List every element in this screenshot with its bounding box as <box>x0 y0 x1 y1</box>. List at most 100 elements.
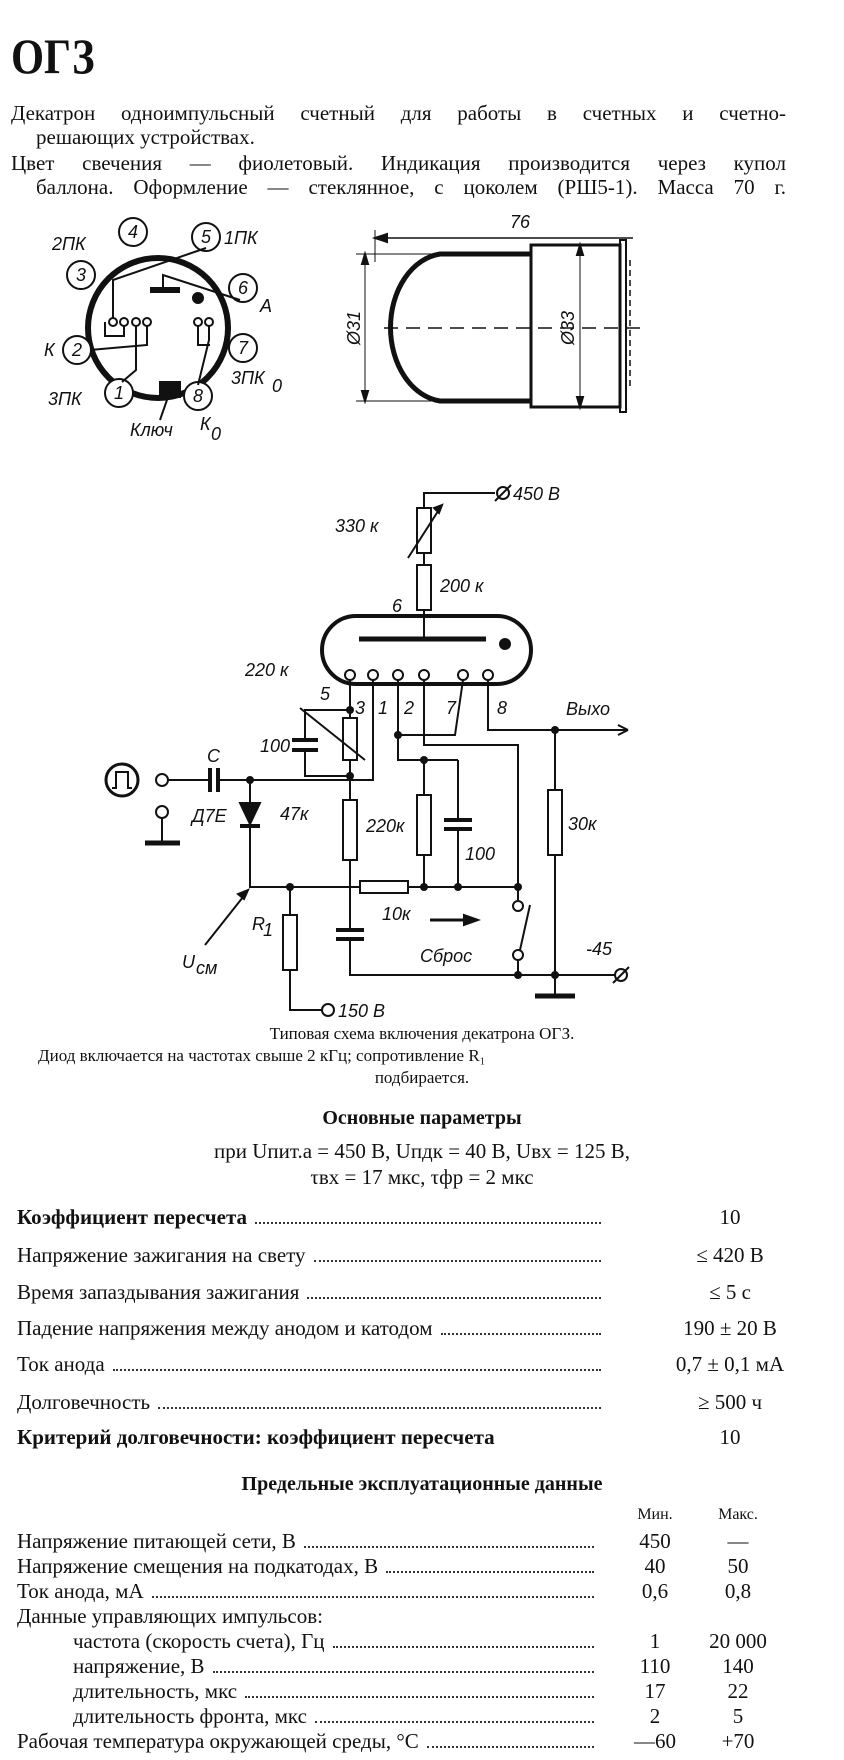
leader-dots <box>313 1260 601 1262</box>
param-value: 10 <box>719 1205 741 1229</box>
limit-max: — <box>727 1529 749 1553</box>
label-minus-45: -45 <box>586 939 613 959</box>
label-pin1: 1 <box>378 698 388 718</box>
pin-number: 1 <box>114 383 124 403</box>
caption-line-2: Диод включается на частотах свыше 2 кГц;… <box>38 1046 486 1065</box>
leader-dots <box>307 1297 601 1299</box>
caption-line-3: подбирается. <box>374 1068 470 1087</box>
dimension-drawing <box>356 230 640 413</box>
limit-min: —60 <box>634 1729 676 1753</box>
pin-numbers: 12 34 56 78 <box>71 222 249 406</box>
label-reset: Сброс <box>420 946 472 966</box>
junction-dots <box>246 706 559 979</box>
limit-min: 1 <box>649 1629 661 1653</box>
pulse-source-icon <box>104 762 140 798</box>
param-label: Напряжение зажигания на свету <box>17 1243 306 1267</box>
label-ucm-sub: см <box>196 958 217 978</box>
pin-number: 8 <box>193 386 203 406</box>
label-anode: А <box>259 296 272 316</box>
limit-max: 140 <box>722 1654 754 1678</box>
limit-min: 17 <box>644 1679 666 1703</box>
leader-dots <box>112 1369 601 1371</box>
label-pin5: 5 <box>320 684 331 704</box>
param-label: Долговечность <box>17 1390 151 1414</box>
limit-label: Рабочая температура окружающей среды, °С <box>17 1729 419 1753</box>
limit-max: 22 <box>727 1679 749 1703</box>
leader-dots <box>255 1222 601 1224</box>
leader-dots <box>212 1671 594 1673</box>
label-47k: 47к <box>280 804 310 824</box>
limit-label: длительность фронта, мкс <box>73 1704 307 1728</box>
limit-row: Данные управляющих импульсов: <box>17 1605 600 1628</box>
label-pin2: 2 <box>403 698 414 718</box>
limit-min: 450 <box>639 1529 671 1553</box>
main-params-condition-1: при Uпит.а = 450 В, Uпдк = 40 В, Uвх = 1… <box>214 1139 630 1163</box>
label-10k: 10к <box>382 904 412 924</box>
figures: 12 34 56 78 2ПК 1ПК А К 3ПК 0 3ПК Ключ К… <box>44 212 640 1021</box>
limit-label: частота (скорость счета), Гц <box>73 1629 325 1653</box>
label-r1-sub: 1 <box>263 920 273 940</box>
diode-d7e <box>238 802 262 827</box>
param-label: Ток анода <box>17 1352 105 1376</box>
param-value: 0,7 ± 0,1 мА <box>675 1352 785 1376</box>
label-pin8: 8 <box>497 698 507 718</box>
leader-dots <box>386 1571 594 1573</box>
label-output: Выхо <box>566 699 610 719</box>
label-3pk: 3ПК <box>48 389 83 409</box>
limit-row: Рабочая температура окружающей среды, °С <box>17 1730 600 1753</box>
leader-dots <box>158 1407 601 1409</box>
label-cathode: К <box>44 340 56 360</box>
param-row: Падение напряжения между анодом и катодо… <box>17 1317 607 1340</box>
label-pin7: 7 <box>446 698 457 718</box>
label-k0-sub: 0 <box>211 424 221 444</box>
label-450v: 450 В <box>513 484 560 504</box>
potentiometer-220k <box>342 717 358 761</box>
page-title: ОГЗ <box>11 28 95 84</box>
param-row: Напряжение зажигания на свету <box>17 1244 607 1267</box>
limit-max: 50 <box>727 1554 749 1578</box>
limit-min: 0,6 <box>641 1579 669 1603</box>
limit-row: напряжение, В <box>73 1655 600 1678</box>
limit-label: Напряжение питающей сети, В <box>17 1529 296 1553</box>
limit-row: Напряжение питающей сети, В <box>17 1530 600 1553</box>
label-100: 100 <box>465 844 495 864</box>
param-row: Ток анода <box>17 1353 607 1376</box>
caption-line-1: Типовая схема включения декатрона ОГЗ. <box>269 1024 575 1043</box>
limit-row: Напряжение смещения на подкатодах, В <box>17 1555 600 1578</box>
param-row: Критерий долговечности: коэффициент пере… <box>17 1426 607 1449</box>
resistor-330k <box>416 507 432 554</box>
label-30k: 30к <box>568 814 598 834</box>
label-pin3: 3 <box>355 698 365 718</box>
param-value: 10 <box>719 1425 741 1449</box>
resistor-220k <box>416 794 432 856</box>
param-label: Критерий долговечности: коэффициент пере… <box>17 1425 495 1449</box>
leader-dots <box>151 1596 594 1598</box>
label-220k: 220к <box>365 816 406 836</box>
dim-length: 76 <box>510 212 531 232</box>
label-pin6: 6 <box>392 596 403 616</box>
dim-d31: Ø31 <box>344 311 364 346</box>
label-330k: 330 к <box>335 516 380 536</box>
pinout-diagram <box>62 217 258 421</box>
label-k0: К <box>200 414 212 434</box>
label-1pk: 1ПК <box>224 228 259 248</box>
description-line-2: решающих устройствах. <box>36 125 255 149</box>
limit-label: напряжение, В <box>73 1654 205 1678</box>
leader-dots <box>440 1333 601 1335</box>
label-c100: 100 <box>260 736 290 756</box>
param-row: Долговечность <box>17 1391 607 1414</box>
limit-max: 0,8 <box>724 1579 752 1603</box>
pin-number: 3 <box>76 265 86 285</box>
limit-label: Данные управляющих импульсов: <box>17 1604 323 1628</box>
main-params-condition-2: τвх = 17 мкс, τфр = 2 мкс <box>310 1165 534 1189</box>
resistor-47k <box>342 799 358 861</box>
label-capacitor-c: С <box>207 746 221 766</box>
param-row: Коэффициент пересчета <box>17 1206 607 1229</box>
description-line-1: Декатрон одноимпульсный счетный для рабо… <box>11 101 786 125</box>
label-200k: 200 к <box>439 576 485 596</box>
circuit-schematic <box>104 484 630 1017</box>
pin-number: 7 <box>238 338 249 358</box>
resistor-30k <box>547 789 563 856</box>
resistor-200k <box>416 564 432 611</box>
limits-col-min: Мин. <box>637 1506 673 1523</box>
